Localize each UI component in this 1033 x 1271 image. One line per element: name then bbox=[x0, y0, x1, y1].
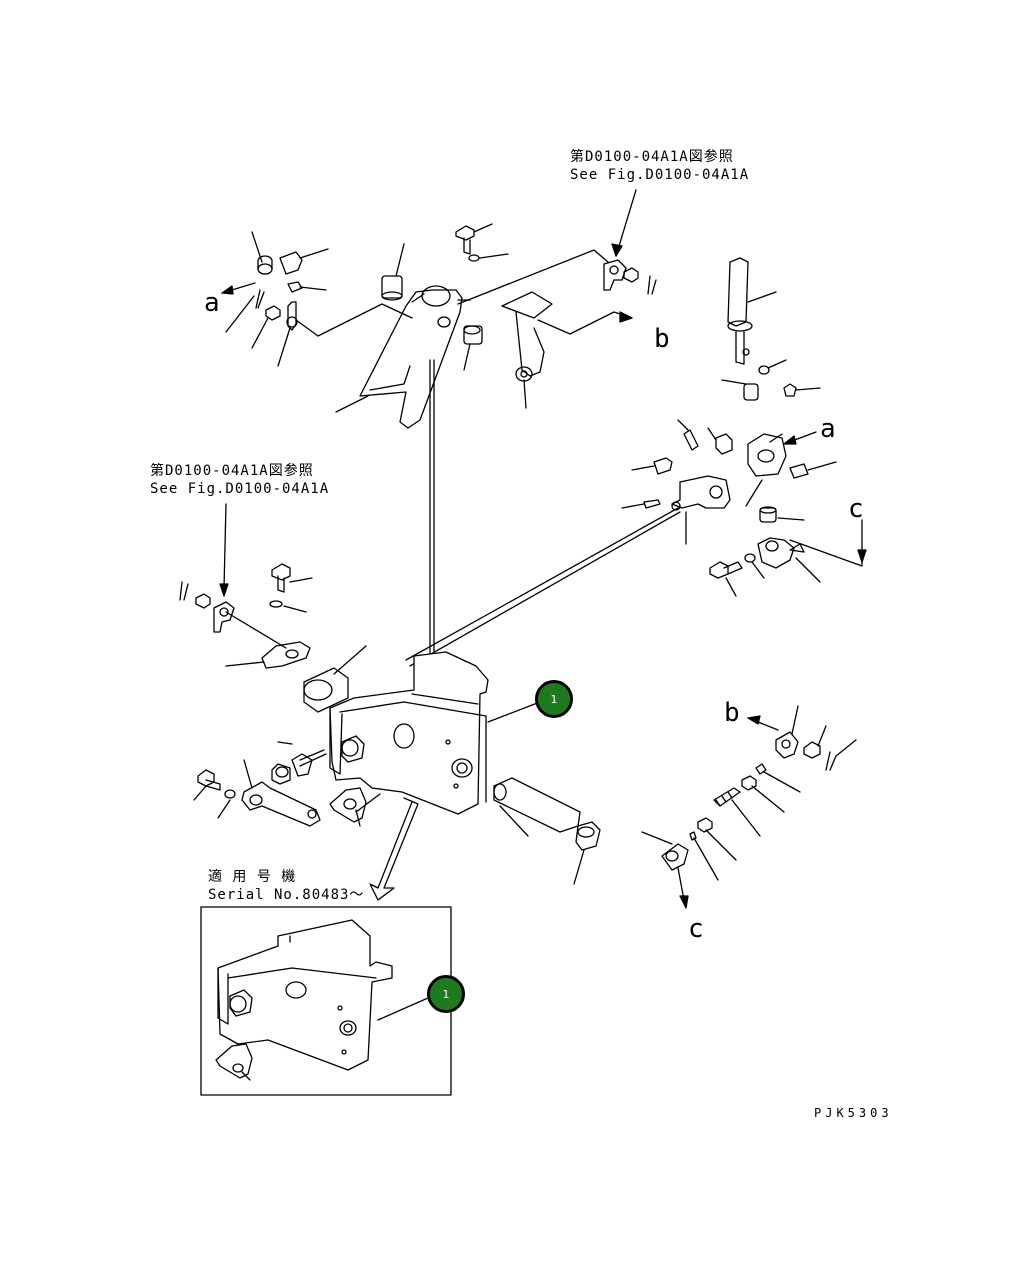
letter-b-right: b bbox=[724, 698, 740, 728]
part-callout-main[interactable]: 1 bbox=[535, 680, 573, 718]
letter-b-top: b bbox=[654, 324, 670, 354]
top-center-group bbox=[455, 223, 633, 409]
reference-en-top-right: See Fig.D0100-04A1A bbox=[570, 167, 750, 183]
reference-jp-top-right: 第D0100-04A1A図参照 bbox=[570, 149, 734, 165]
letter-a-right: a bbox=[820, 414, 836, 444]
drawing-code: PJK5303 bbox=[814, 1106, 893, 1120]
left-rodend-group bbox=[179, 503, 313, 669]
letter-c-bottom: c bbox=[688, 914, 704, 944]
reference-jp-left: 第D0100-04A1A図参照 bbox=[150, 463, 314, 479]
reference-en-left: See Fig.D0100-04A1A bbox=[150, 481, 330, 497]
right-pivot-group bbox=[405, 257, 867, 667]
serial-note-jp: 適 用 号 機 bbox=[208, 869, 297, 885]
inset-group bbox=[200, 906, 452, 1096]
top-lever-group bbox=[221, 231, 609, 429]
letter-c-right: c bbox=[848, 494, 864, 524]
bottom-right-rod-group bbox=[641, 705, 857, 909]
part-callout-inset[interactable]: 1 bbox=[427, 975, 465, 1013]
letter-a-left: a bbox=[204, 288, 220, 318]
serial-note-en: Serial No.80483～ bbox=[208, 887, 365, 903]
top-right-rodend-group bbox=[603, 189, 657, 295]
main-bracket-group bbox=[193, 359, 601, 901]
